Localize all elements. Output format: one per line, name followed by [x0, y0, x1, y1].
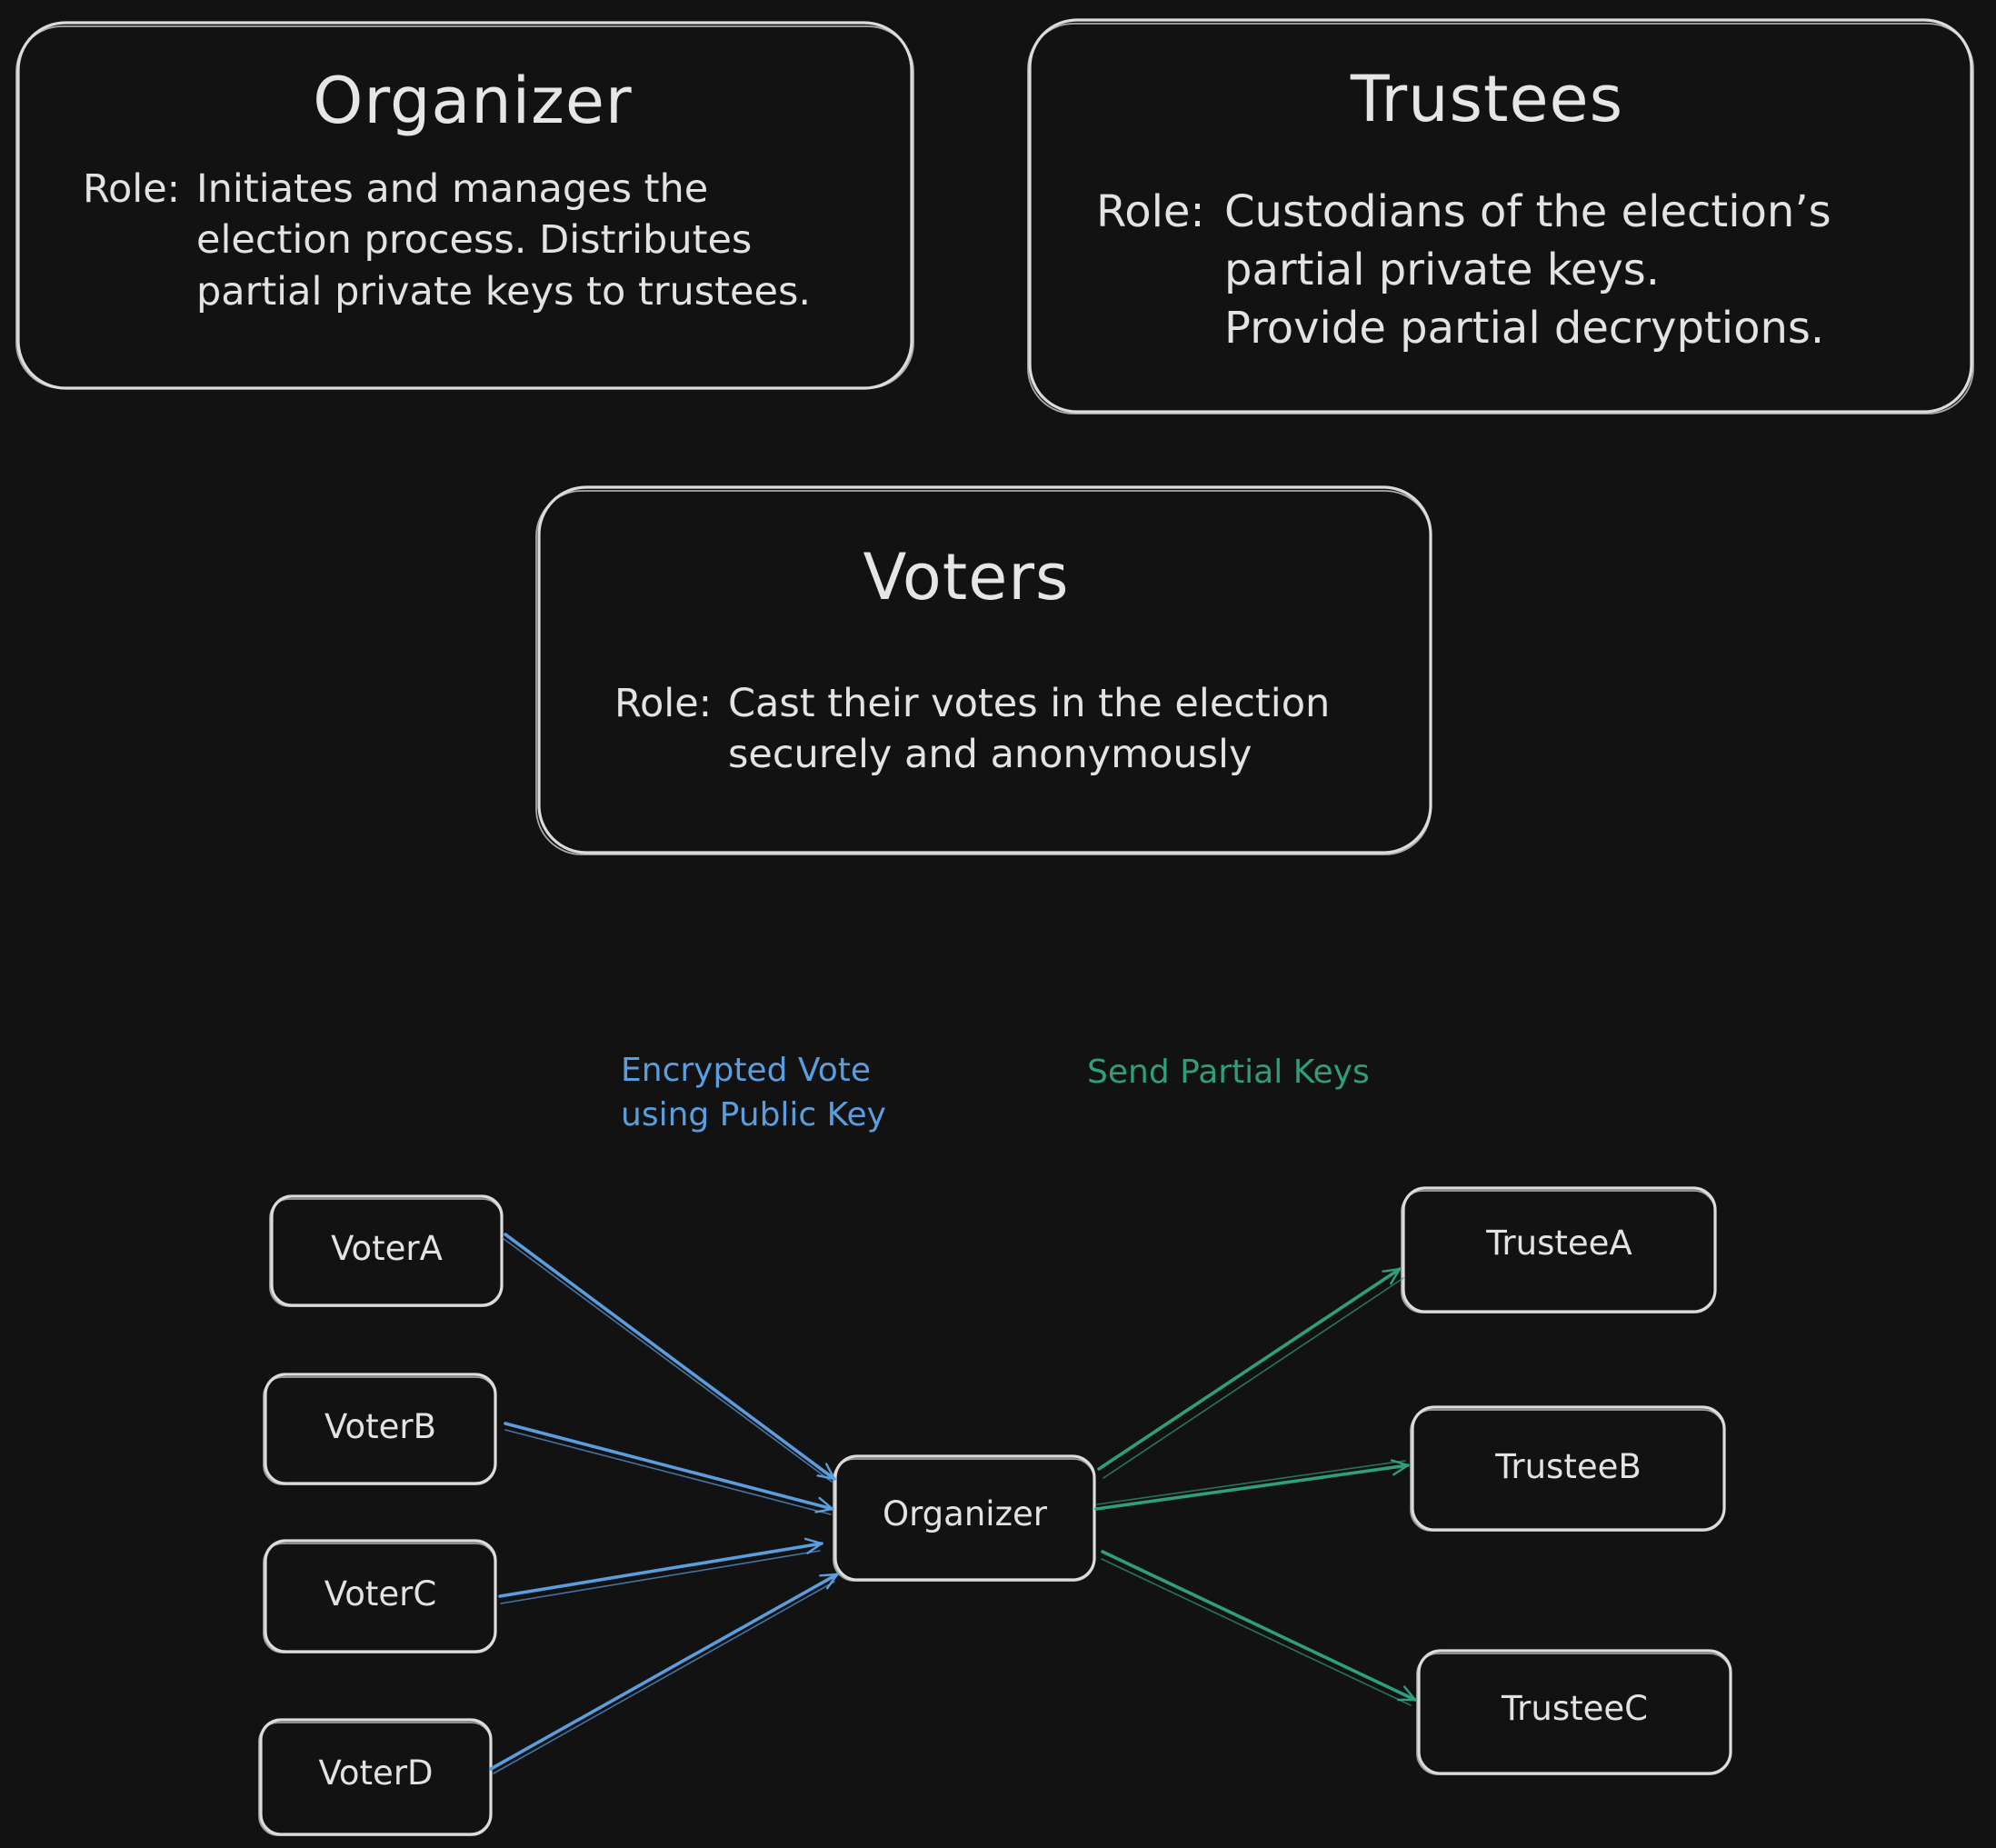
vote-arrow-label: Encrypted Vote using Public Key	[621, 1049, 886, 1138]
trustees-role-title: Trustees	[1350, 62, 1624, 136]
organizer-role-title: Organizer	[313, 64, 633, 138]
trustee-b-node	[1410, 1405, 1726, 1532]
organizer-role-box	[15, 21, 914, 390]
arrow-organizer-to-trustee-c	[1101, 1550, 1417, 1706]
trustees-role-line-3: Provide partial decryptions.	[1224, 302, 1825, 354]
voter-b-node	[263, 1373, 497, 1485]
arrow-voter-d-to-organizer	[489, 1573, 839, 1774]
voters-role-box	[535, 485, 1432, 855]
trustee-c-label: TrusteeC	[1502, 1689, 1648, 1728]
voters-role-prefix: Role:	[614, 681, 713, 726]
voters-role-line-2: securely and anonymously	[728, 732, 1252, 778]
vote-arrow-label-line-1: Encrypted Vote	[621, 1052, 871, 1089]
trustees-role-box	[1027, 18, 1974, 415]
trustee-a-node	[1401, 1186, 1717, 1314]
trustees-role-prefix: Role:	[1096, 186, 1205, 237]
vote-arrows	[489, 1233, 839, 1774]
voter-b-label: VoterB	[324, 1407, 436, 1446]
trustees-role-line-1: Custodians of the election’s	[1224, 186, 1831, 237]
trustees-role-line-2: partial private keys.	[1224, 244, 1661, 295]
organizer-role-description: Role: Initiates and manages the election…	[83, 164, 883, 318]
key-arrow-label: Send Partial Keys	[1087, 1054, 1370, 1091]
arrow-voter-c-to-organizer	[498, 1543, 823, 1604]
arrow-voter-b-to-organizer	[504, 1422, 834, 1515]
organizer-role-line-2: election process. Distributes	[196, 217, 753, 264]
arrow-voter-a-to-organizer	[502, 1233, 836, 1483]
trustee-a-label: TrusteeA	[1486, 1224, 1632, 1263]
organizer-node-label: Organizer	[883, 1494, 1047, 1533]
voters-role-title: Voters	[863, 540, 1070, 614]
voter-a-node	[269, 1194, 504, 1307]
organizer-role-prefix: Role:	[83, 166, 181, 212]
trustees-role-description: Role: Custodians of the election’s parti…	[1096, 184, 1914, 356]
organizer-role-line-1: Initiates and manages the	[196, 166, 709, 212]
key-arrows	[1094, 1267, 1417, 1706]
voter-c-node	[263, 1539, 497, 1653]
vote-arrow-label-line-2: using Public Key	[621, 1095, 886, 1134]
voter-d-node	[258, 1718, 493, 1836]
arrow-organizer-to-trustee-b	[1094, 1461, 1410, 1511]
voter-d-label: VoterD	[318, 1753, 434, 1793]
voters-role-line-1: Cast their votes in the election	[728, 681, 1331, 726]
trustee-b-label: TrusteeB	[1495, 1447, 1642, 1486]
arrow-organizer-to-trustee-a	[1097, 1267, 1404, 1479]
organizer-role-line-3: partial private keys to trustees.	[196, 268, 812, 315]
trustee-c-node	[1416, 1649, 1732, 1775]
voter-c-label: VoterC	[324, 1574, 437, 1613]
voter-a-label: VoterA	[331, 1229, 443, 1268]
organizer-node	[833, 1454, 1096, 1582]
voters-role-description: Role: Cast their votes in the election s…	[614, 678, 1387, 787]
